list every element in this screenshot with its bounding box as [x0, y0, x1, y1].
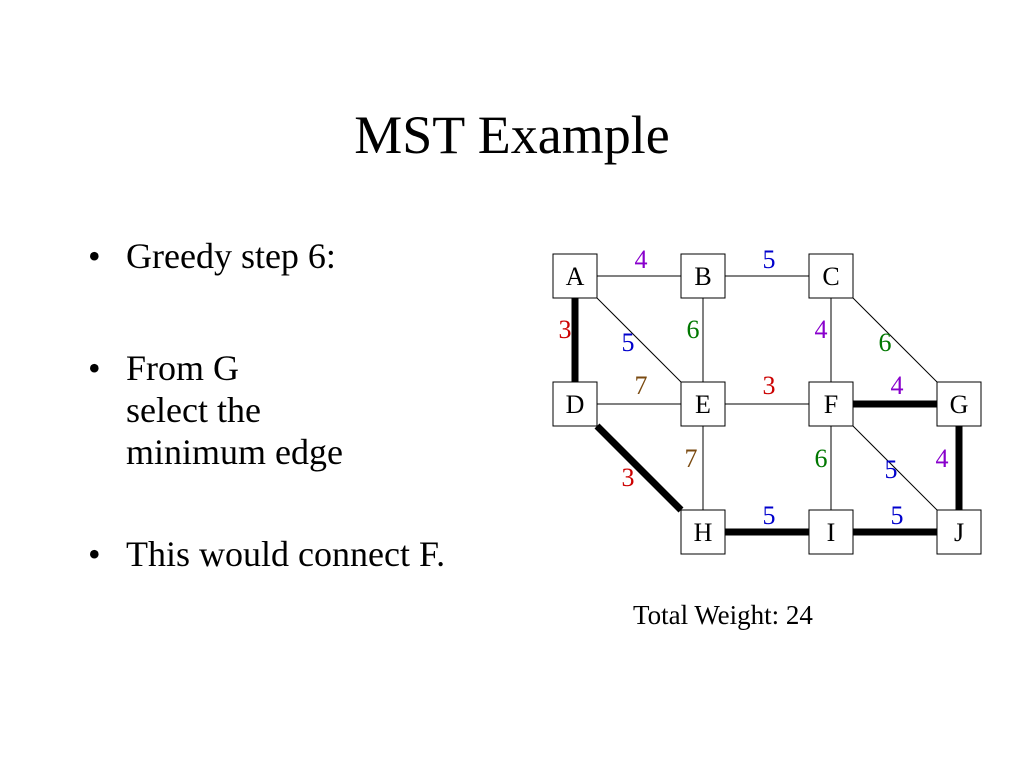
- bullet-item: • From G select the minimum edge: [88, 347, 548, 473]
- node-F: F: [808, 381, 854, 427]
- node-box: [808, 253, 854, 299]
- node-G: G: [936, 381, 982, 427]
- node-label: C: [822, 262, 839, 291]
- node-I: I: [808, 509, 854, 555]
- node-label: G: [950, 390, 969, 419]
- slide-title: MST Example: [354, 105, 670, 165]
- total-weight: Total Weight: 24: [633, 600, 813, 630]
- edge-weight-D-H: 3: [622, 463, 635, 492]
- bullet-dot: •: [88, 236, 101, 276]
- bullet-list: • Greedy step 6: • From G select the minim…: [88, 235, 548, 575]
- node-box: [936, 381, 982, 427]
- bullet-dot: •: [88, 348, 101, 388]
- edge-weight-H-I: 5: [763, 501, 776, 530]
- edge-A-E: [596, 297, 682, 383]
- edge-weight-F-G: 4: [891, 371, 904, 400]
- edge-D-H-mst: [594, 423, 684, 513]
- bullet-item: • This would connect F.: [88, 533, 548, 575]
- edge-weight-C-F: 4: [815, 315, 828, 344]
- node-label: E: [695, 390, 711, 419]
- node-C: C: [808, 253, 854, 299]
- node-D: D: [552, 381, 598, 427]
- bullet-item: • Greedy step 6:: [88, 235, 548, 277]
- edge-weight-E-F: 3: [763, 371, 776, 400]
- node-A: A: [552, 253, 598, 299]
- edge-weight-B-C: 5: [763, 245, 776, 274]
- node-box: [680, 253, 726, 299]
- node-E: E: [680, 381, 726, 427]
- edge-weight-D-E: 7: [635, 371, 648, 400]
- node-H: H: [680, 509, 726, 555]
- node-label: B: [694, 262, 711, 291]
- bullet-text: Greedy step 6:: [126, 236, 336, 276]
- edge-weight-G-J: 4: [936, 444, 949, 473]
- node-box: [936, 509, 982, 555]
- edge-F-J: [852, 425, 938, 511]
- edge-weight-F-I: 6: [815, 444, 828, 473]
- bullet-text: From G select the minimum edge: [126, 348, 343, 472]
- node-box: [808, 381, 854, 427]
- node-box: [680, 509, 726, 555]
- node-box: [680, 381, 726, 427]
- edge-weight-B-E: 6: [687, 315, 700, 344]
- node-J: J: [936, 509, 982, 555]
- edge-weight-A-B: 4: [635, 245, 648, 274]
- edge-weight-C-G: 6: [879, 328, 892, 357]
- node-box: [552, 381, 598, 427]
- node-label: H: [694, 518, 713, 547]
- bullet-dot: •: [88, 534, 101, 574]
- edge-weight-I-J: 5: [891, 501, 904, 530]
- node-label: J: [954, 518, 964, 547]
- node-label: A: [566, 262, 585, 291]
- bullet-text: This would connect F.: [126, 534, 446, 574]
- node-box: [808, 509, 854, 555]
- node-label: I: [827, 518, 836, 547]
- edge-weight-A-D: 3: [559, 315, 572, 344]
- edge-weight-E-H: 7: [685, 444, 698, 473]
- node-box: [552, 253, 598, 299]
- node-label: D: [566, 390, 585, 419]
- node-label: F: [824, 390, 838, 419]
- edge-C-G: [852, 297, 938, 383]
- edge-weight-F-J: 5: [885, 455, 898, 484]
- edge-weight-A-E: 5: [622, 328, 635, 357]
- node-B: B: [680, 253, 726, 299]
